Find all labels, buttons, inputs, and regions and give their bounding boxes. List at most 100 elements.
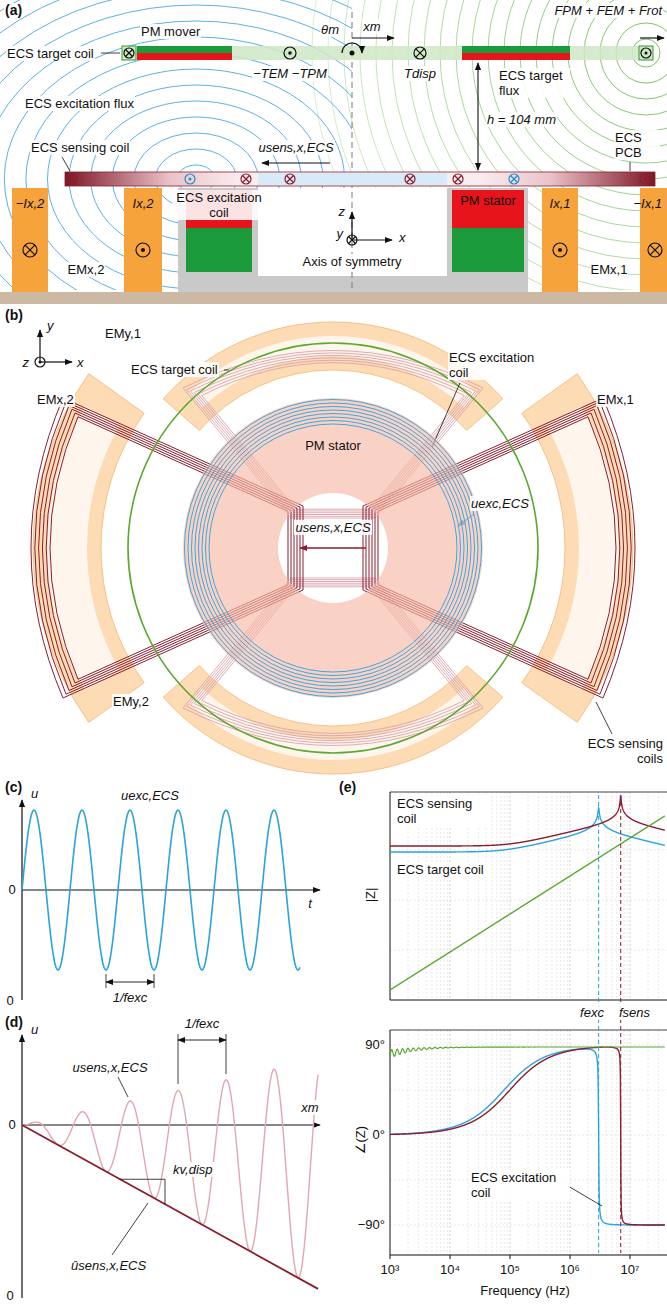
plot-axis [390, 1255, 667, 1256]
symbol-cross [287, 176, 294, 183]
rotation-center [350, 51, 355, 56]
slope-triangle [120, 1179, 165, 1180]
pm-stator-ring: PM stator [183, 398, 483, 698]
annotation-label: ûsens,x,ECS [70, 1258, 147, 1273]
grid-line [588, 1030, 589, 1255]
annotation-label: ECS target flux [498, 68, 570, 98]
electromagnet-leg [124, 188, 162, 292]
grid-line [570, 1030, 571, 1255]
grid-line [468, 1030, 469, 1255]
grid-line [570, 792, 571, 1000]
annotation-label: 0 [7, 882, 16, 897]
flux-line [0, 0, 352, 290]
annotation-label: h = 104 mm [486, 112, 557, 127]
symbol-ring [640, 174, 650, 184]
annotation-label: EMx,2 [36, 392, 75, 407]
grid-line [627, 792, 628, 1000]
flux-line [0, 0, 352, 290]
grid-line [630, 792, 631, 1000]
symbol-dot [288, 51, 292, 55]
axis-tick [630, 1255, 631, 1259]
excitation-coil-turn [195, 410, 471, 686]
current-in-symbol [414, 47, 426, 59]
resonance-marker [598, 795, 599, 1253]
excitation-coil-turn [206, 421, 461, 676]
annotation-label: 10⁴ [439, 1262, 461, 1277]
annotation-label: ECS sensing coil [30, 140, 130, 155]
symbol-dot [189, 178, 192, 181]
panel-letter: (d) [4, 1015, 24, 1030]
node-text: PM stator [305, 438, 361, 453]
annotation-label: ECS PCB [614, 130, 660, 160]
annotation-label: −Ix,1 [632, 196, 663, 211]
axis-tick [450, 1255, 451, 1259]
annotation-label: 10³ [380, 1262, 401, 1277]
annotation-label: Axis of symmetry [302, 254, 403, 269]
symbol-cross [455, 176, 462, 183]
grid-line [408, 1030, 409, 1255]
annotation-label: usens,x,ECS [71, 1060, 148, 1075]
stator-ring [183, 398, 483, 698]
dimension-tick [178, 1034, 179, 1084]
symbol-ring [23, 243, 37, 257]
symbol-ring [641, 48, 651, 58]
annotation-label: ECS sensing coil [396, 796, 488, 826]
current-out-symbol [641, 48, 651, 58]
panel-letter: (b) [4, 308, 24, 323]
annotation-label: ECS excitation coil [470, 1170, 570, 1200]
grid-line [630, 1030, 631, 1255]
grid-line [658, 792, 659, 1000]
mover-magnet-south [462, 46, 570, 53]
current-in-symbol [241, 174, 251, 184]
current-in-symbol [23, 243, 37, 257]
pm-stator-block: PM stator [452, 190, 524, 272]
target-coil-curve [390, 1047, 665, 1056]
flux-line [0, 0, 352, 290]
grid-line [564, 792, 565, 1000]
current-in-symbol [648, 243, 662, 257]
annotation-label: kv,disp [172, 1162, 214, 1177]
annotation-label: y [336, 226, 345, 241]
voltage-arrow [300, 547, 366, 548]
annotation-label: −Ix,2 [15, 196, 46, 211]
grid-line [556, 1030, 557, 1255]
annotation-label: 1/fexc [112, 990, 149, 1005]
grid-line [507, 792, 508, 1000]
grid-line [390, 1045, 667, 1046]
ground-plate [0, 292, 667, 304]
annotation-label: −90° [357, 1217, 386, 1232]
symbol-ring [124, 48, 134, 58]
leader-line [101, 53, 120, 54]
grid-line [390, 900, 667, 901]
grid-line [546, 1030, 547, 1255]
grid-line [611, 792, 612, 1000]
current-out-symbol [35, 357, 45, 367]
grid-line [500, 1030, 501, 1255]
housing-cavity [258, 188, 447, 276]
grid-line [567, 1030, 568, 1255]
symbol-cross [407, 176, 414, 183]
leader-line [432, 383, 460, 447]
current-in-symbol [453, 174, 463, 184]
grid-line [560, 1030, 561, 1255]
panel-letter: (a) [4, 3, 23, 18]
envelope-line [22, 1125, 318, 1289]
leader-line [568, 1186, 602, 1206]
current-out-symbol [185, 174, 195, 184]
grid-line [426, 1030, 427, 1255]
annotation-label: 10⁷ [619, 1262, 640, 1277]
annotation-label: 0 [7, 1117, 16, 1132]
flux-line [568, 0, 667, 131]
annotation-label: EMx,1 [596, 392, 635, 407]
annotation-label: EMy,1 [104, 326, 142, 341]
leader-line [224, 370, 229, 371]
flux-line [0, 0, 352, 290]
grid-line [478, 1030, 479, 1255]
annotation-label: ECS sensing coils [584, 736, 664, 766]
grid-line [616, 1030, 617, 1255]
plot-axis [390, 1030, 391, 1255]
symbol-ring [241, 174, 251, 184]
annotation-label: Frequency (Hz) [479, 1283, 571, 1298]
symbol-cross [416, 49, 424, 57]
symbol-ring [553, 243, 567, 257]
